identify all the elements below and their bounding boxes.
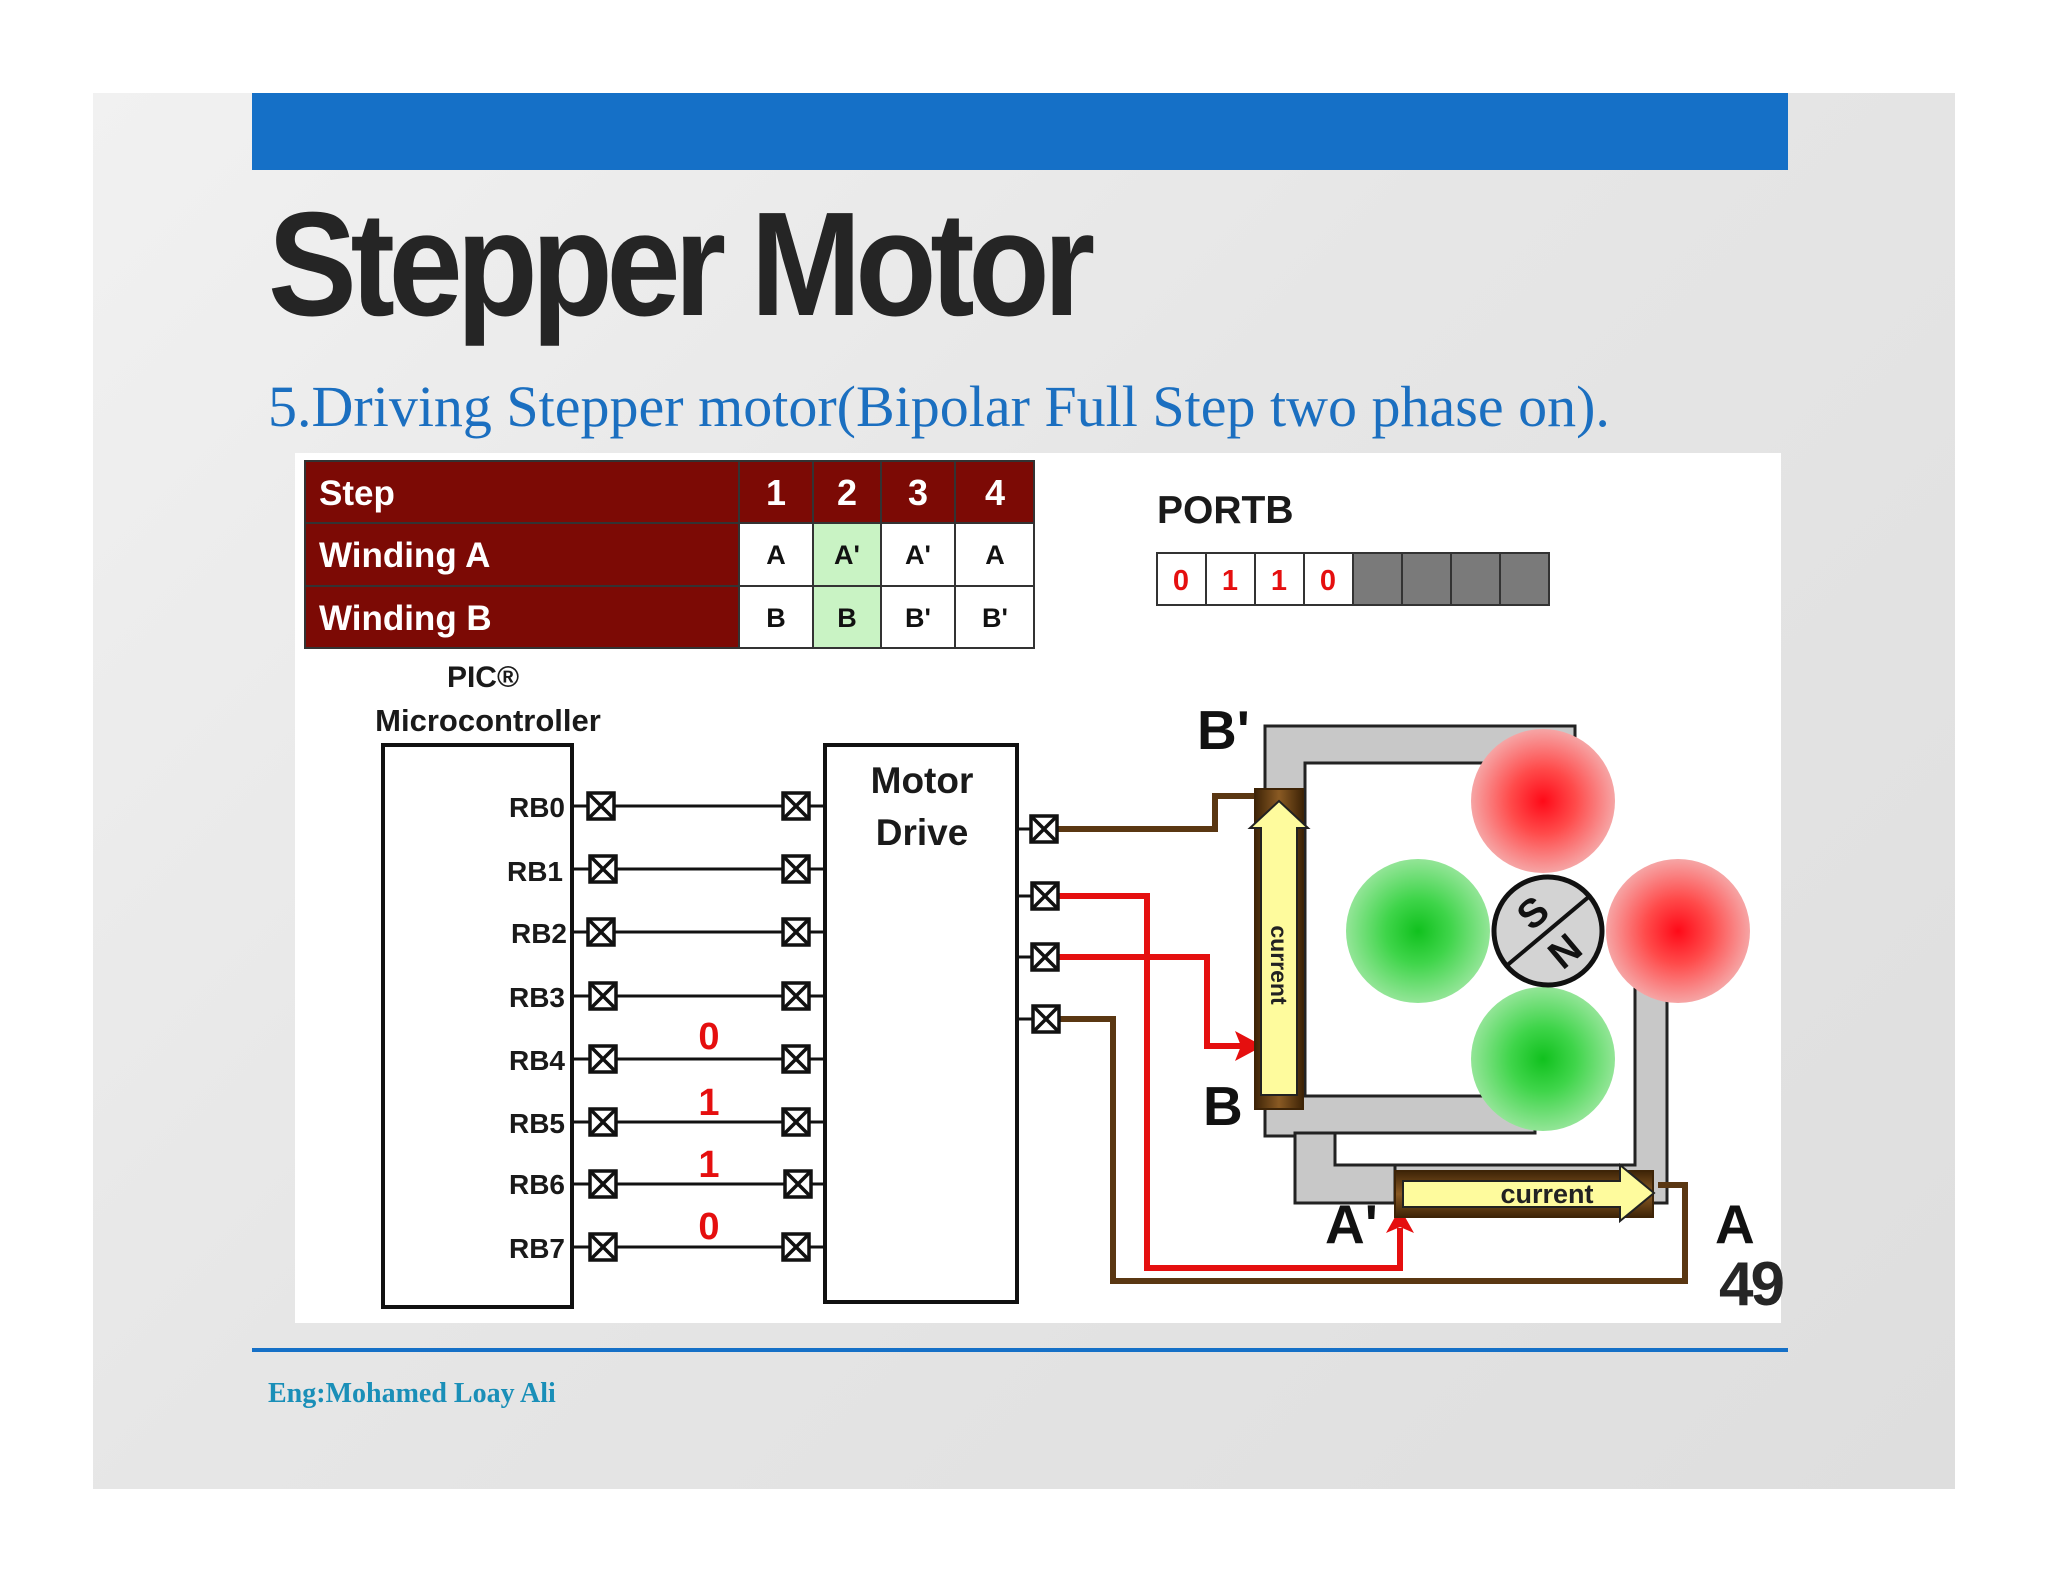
portb-bit-4: 0	[1320, 565, 1336, 597]
pin-value-rb7: 0	[698, 1206, 719, 1248]
table-step-3: 3	[908, 472, 928, 513]
terminal-label-a: A	[1715, 1193, 1755, 1255]
current-arrow-b	[1247, 799, 1311, 1096]
pole-red-right	[1606, 859, 1750, 1003]
footer-rule	[252, 1348, 1788, 1352]
driver-label-line2: Drive	[876, 812, 969, 853]
driver-label-line1: Motor	[871, 760, 974, 801]
table-winding-a-3: A'	[905, 540, 931, 570]
current-arrow-a	[1402, 1162, 1656, 1224]
pole-red-top	[1471, 729, 1615, 873]
pole-green-bottom	[1471, 987, 1615, 1131]
page-number: 49	[1719, 1250, 1785, 1319]
mcu-pin-rb5: RB5	[509, 1108, 565, 1139]
terminal-label-b: B	[1203, 1075, 1243, 1137]
table-winding-b-1: B	[766, 603, 786, 633]
current-label-a: current	[1500, 1179, 1593, 1209]
pin-value-rb4: 0	[698, 1016, 719, 1058]
table-winding-b-3: B'	[905, 603, 931, 633]
portb-bit-5: 1	[1271, 565, 1287, 597]
mcu-pin-rb1: RB1	[507, 856, 563, 887]
table-winding-a-4: A	[985, 540, 1005, 570]
portb-bit-7: 0	[1173, 565, 1189, 597]
table-winding-a-2: A'	[834, 540, 860, 570]
stepper-motor-diagram: Step Winding A Winding B 1 2 3 4 A A' A'…	[295, 453, 1781, 1323]
table-winding-b-2: B	[837, 603, 857, 633]
mcu-pin-rb3: RB3	[509, 982, 565, 1013]
rotor-magnet: S N	[1491, 874, 1605, 988]
mcu-pin-rb2: RB2	[511, 918, 567, 949]
portb-label: PORTB	[1157, 489, 1294, 532]
mcu-pin-rb7: RB7	[509, 1233, 565, 1264]
table-step-1: 1	[766, 472, 786, 513]
pic-microcontroller: PIC® Microcontroller RB0 RB1 RB2 RB3 RB4…	[375, 661, 825, 1309]
wire-b-prime	[1043, 793, 1255, 832]
coil-b: current	[1247, 788, 1311, 1110]
current-label-b: current	[1266, 925, 1292, 1005]
wire-a	[1043, 1016, 1688, 1284]
motor-drive: Motor Drive	[823, 743, 1043, 1304]
table-winding-b-4: B'	[982, 603, 1008, 633]
table-label-step: Step	[319, 474, 395, 513]
portb-register: PORTB 0 1 1 0	[1156, 489, 1550, 606]
step-table: Step Winding A Winding B 1 2 3 4 A A' A'…	[304, 460, 1035, 649]
pin-value-rb6: 1	[698, 1144, 719, 1186]
coil-a: current	[1394, 1162, 1656, 1224]
wire-a-prime	[1043, 954, 1241, 1049]
portb-bit-6: 1	[1222, 565, 1238, 597]
terminal-label-b-prime: B'	[1197, 699, 1250, 761]
slide-title: Stepper Motor	[268, 182, 1095, 347]
rotor-poles	[1346, 729, 1750, 1131]
mcu-pin-rb0: RB0	[509, 792, 565, 823]
table-header-column	[305, 461, 739, 648]
terminal-label-a-prime: A'	[1325, 1193, 1378, 1255]
table-step-row	[739, 461, 1034, 523]
coil-wires	[1043, 793, 1688, 1284]
table-label-winding-a: Winding A	[319, 536, 490, 575]
mcu-title-line2: Microcontroller	[375, 703, 601, 738]
pin-value-rb5: 1	[698, 1082, 719, 1124]
title-accent-bar	[252, 93, 1788, 170]
mcu-title-line1: PIC®	[447, 661, 519, 694]
table-step-2: 2	[837, 472, 857, 513]
slide-subtitle: 5.Driving Stepper motor(Bipolar Full Ste…	[268, 374, 1610, 439]
table-label-winding-b: Winding B	[319, 599, 492, 638]
table-winding-a-1: A	[766, 540, 786, 570]
footer-author: Eng:Mohamed Loay Ali	[268, 1378, 556, 1409]
pole-green-left	[1346, 859, 1490, 1003]
table-step-4: 4	[985, 472, 1005, 513]
mcu-pin-rb6: RB6	[509, 1169, 565, 1200]
mcu-pin-rb4: RB4	[509, 1045, 565, 1076]
wire-b	[1043, 893, 1403, 1271]
